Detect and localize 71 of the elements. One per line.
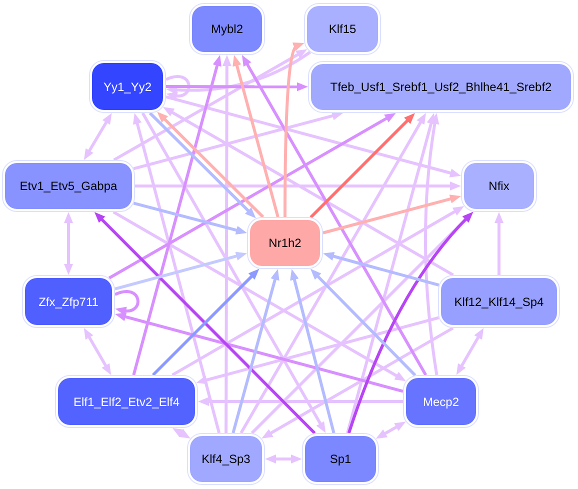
gene-name: Mybl2 bbox=[210, 22, 243, 36]
gene-node bbox=[304, 3, 381, 55]
gene-node bbox=[247, 217, 323, 269]
arrow bbox=[262, 326, 454, 438]
arrow bbox=[152, 268, 260, 376]
arrow bbox=[108, 113, 396, 280]
arrow bbox=[424, 112, 440, 376]
gene-name: Zfx_Zfp711 bbox=[38, 294, 98, 308]
gene-name: Klf15 bbox=[328, 22, 356, 36]
arrow bbox=[347, 212, 474, 434]
gene-node bbox=[302, 433, 379, 485]
arrow bbox=[141, 112, 326, 433]
gene-node bbox=[2, 160, 135, 212]
double-arrow bbox=[64, 212, 73, 275]
double-arrow bbox=[84, 113, 112, 160]
gene-name: Mecp2 bbox=[422, 394, 460, 408]
gene-name: Elf1_Elf2_Etv2_Elf4 bbox=[73, 394, 180, 408]
arrow bbox=[166, 82, 308, 92]
arrow bbox=[166, 95, 461, 178]
arrow bbox=[132, 113, 221, 434]
arrow bbox=[232, 269, 280, 434]
gene-node bbox=[22, 275, 115, 328]
arrow bbox=[310, 113, 415, 218]
arrow bbox=[94, 212, 316, 434]
arrow bbox=[162, 107, 454, 276]
arrow bbox=[114, 312, 404, 393]
gene-name: Klf4_Sp3 bbox=[202, 452, 250, 466]
arrow bbox=[232, 55, 280, 218]
arrow bbox=[198, 397, 403, 406]
gene-node bbox=[55, 375, 198, 428]
arrow bbox=[132, 55, 222, 376]
double-arrow bbox=[456, 328, 484, 375]
gene-node bbox=[308, 61, 574, 113]
double-arrow bbox=[376, 422, 406, 439]
arrow bbox=[242, 55, 428, 376]
gene-name: Nfix bbox=[488, 179, 510, 193]
gene-node bbox=[403, 375, 479, 428]
arrow bbox=[172, 206, 464, 376]
arrow bbox=[240, 113, 426, 434]
arrow bbox=[112, 210, 406, 382]
self-loop-arrow bbox=[114, 290, 140, 316]
arrow bbox=[113, 49, 308, 162]
arrow bbox=[222, 55, 232, 433]
arrow bbox=[284, 40, 302, 217]
arrow bbox=[133, 202, 247, 235]
arrow bbox=[133, 111, 344, 170]
gene-node bbox=[461, 160, 537, 212]
double-arrow bbox=[84, 328, 112, 375]
arrow bbox=[196, 316, 440, 384]
gene-name: Nr1h2 bbox=[268, 236, 302, 250]
gene-node bbox=[187, 433, 265, 485]
double-arrow bbox=[172, 428, 190, 438]
arrow bbox=[494, 212, 504, 275]
arrow bbox=[310, 268, 416, 376]
gene-name: Klf12_Klf14_Sp4 bbox=[454, 294, 544, 308]
gene-name: Sp1 bbox=[330, 452, 352, 466]
self-loop-arrow bbox=[166, 75, 190, 100]
arrow bbox=[290, 269, 336, 434]
arrow bbox=[323, 252, 440, 286]
arrow bbox=[346, 113, 436, 434]
arrow bbox=[135, 182, 461, 190]
arrow bbox=[114, 252, 247, 290]
double-arrow bbox=[265, 454, 302, 464]
arrow bbox=[322, 194, 461, 234]
gene-name: Etv1_Etv5_Gabpa bbox=[20, 179, 118, 193]
gene-name: Tfeb_Usf1_Srebf1_Usf2_Bhlhe41_Srebf2 bbox=[330, 80, 552, 94]
gene-node bbox=[438, 275, 560, 328]
gene-node bbox=[189, 3, 265, 55]
gene-node bbox=[89, 60, 166, 113]
arrow bbox=[166, 50, 311, 94]
gene-name: Yy1_Yy2 bbox=[103, 80, 152, 94]
